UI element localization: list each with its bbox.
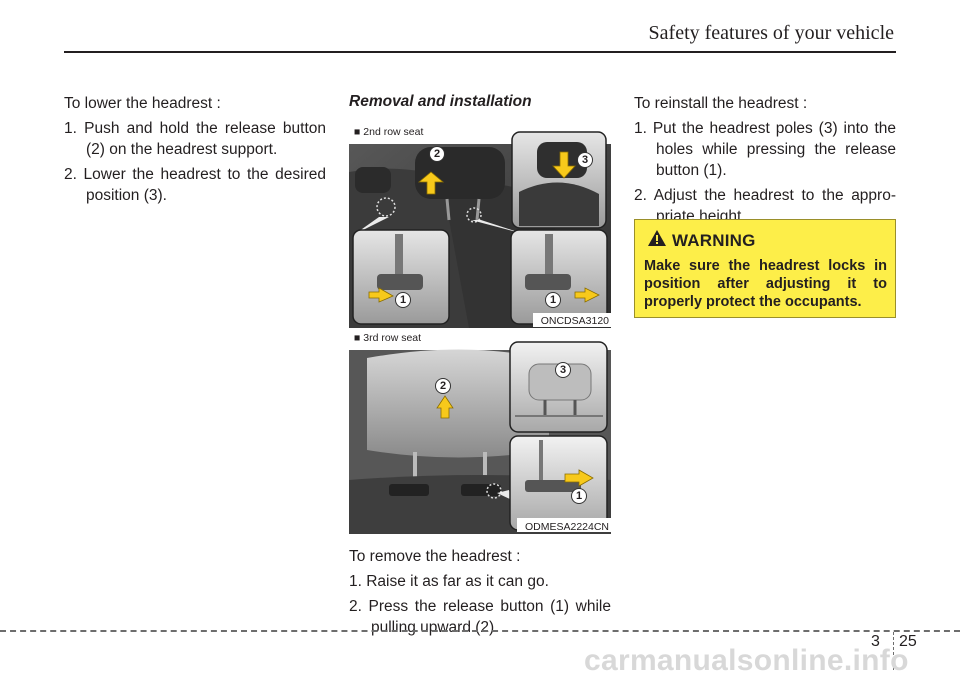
lower-step-2: 2. Lower the headrest to the desired pos…: [64, 166, 326, 204]
figure2-caption: ■ 3rd row seat: [354, 332, 422, 344]
page-header-title: Safety features of your vehicle: [648, 22, 894, 44]
warning-title: WARNING: [672, 230, 756, 250]
middle-column-text: To remove the headrest : 1. Raise it as …: [349, 546, 611, 642]
page-divider: [893, 632, 894, 670]
callout-3: 3: [555, 362, 571, 378]
callout-3: 3: [577, 152, 593, 168]
warning-header: WARNING: [648, 230, 887, 251]
callout-1-right: 1: [545, 292, 561, 308]
remove-headrest-intro: To remove the headrest :: [349, 548, 521, 565]
reinstall-step-1: 1. Put the headrest poles (3) into the h…: [634, 120, 896, 179]
figure2-code: ODMESA2224CN: [524, 521, 609, 533]
figure-3rd-row-seat: ■ 3rd row seat 2 3 1 ODMESA2224CN: [349, 330, 611, 534]
callout-2: 2: [435, 378, 451, 394]
section-number: 3: [871, 633, 880, 650]
callout-2: 2: [429, 146, 445, 162]
lower-step-1: 1. Push and hold the release button (2) …: [64, 120, 326, 158]
removal-installation-heading: Removal and installation: [349, 93, 532, 110]
remove-step-1: 1. Raise it as far as it can go.: [349, 573, 549, 590]
callout-1: 1: [571, 488, 587, 504]
reinstall-headrest-intro: To reinstall the headrest :: [634, 95, 808, 112]
warning-box: WARNING Make sure the headrest locks in …: [634, 219, 896, 318]
warning-text: Make sure the headrest locks in position…: [644, 258, 887, 310]
figure1-caption: ■ 2nd row seat: [354, 126, 424, 138]
lower-headrest-intro: To lower the headrest :: [64, 95, 221, 112]
left-column: To lower the headrest : 1. Push and hold…: [64, 93, 326, 210]
header-rule: [64, 51, 896, 53]
callout-1-left: 1: [395, 292, 411, 308]
figure-2nd-row-seat: ■ 2nd row seat 2 3 1 1 ONCDSA3120: [349, 122, 611, 328]
footer-rule: [0, 630, 960, 632]
figure1-code: ONCDSA3120: [540, 315, 609, 327]
page-number: 25: [899, 633, 917, 650]
right-column: To reinstall the headrest : 1. Put the h…: [634, 93, 896, 231]
watermark: carmanualsonline.info: [584, 644, 909, 676]
warning-triangle-icon: [648, 230, 666, 251]
